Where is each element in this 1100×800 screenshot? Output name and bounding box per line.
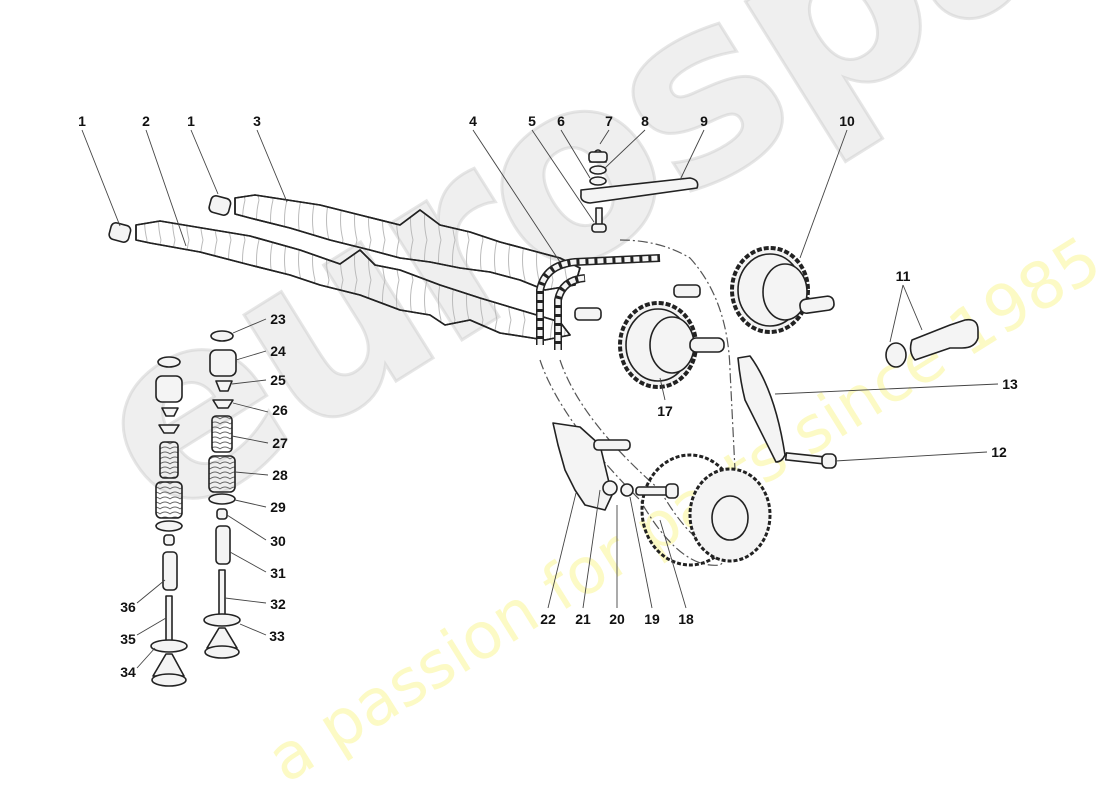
callout-13[interactable]: 13 — [1002, 376, 1018, 392]
leader-lines — [81, 129, 999, 669]
callout-18[interactable]: 18 — [678, 611, 694, 627]
callout-34[interactable]: 34 — [120, 664, 136, 680]
cam-sprocket-10 — [730, 246, 835, 334]
callout-9[interactable]: 9 — [700, 113, 708, 129]
chain-path — [539, 239, 737, 566]
callout-28[interactable]: 28 — [272, 467, 288, 483]
callout-3[interactable]: 3 — [253, 113, 261, 129]
tensioner-bolt — [784, 452, 837, 469]
callout-1[interactable]: 1 — [187, 113, 195, 129]
callout-10[interactable]: 10 — [839, 113, 855, 129]
callout-27[interactable]: 27 — [272, 435, 288, 451]
washer — [589, 176, 607, 186]
callout-23[interactable]: 23 — [270, 311, 286, 327]
camshaft-3 — [234, 194, 581, 291]
callout-1[interactable]: 1 — [78, 113, 86, 129]
callout-20[interactable]: 20 — [609, 611, 625, 627]
camshaft-2 — [135, 220, 571, 341]
callout-21[interactable]: 21 — [575, 611, 591, 627]
callout-17[interactable]: 17 — [657, 403, 673, 419]
callout-4[interactable]: 4 — [469, 113, 477, 129]
callout-24[interactable]: 24 — [270, 343, 286, 359]
washer — [620, 483, 634, 497]
callout-32[interactable]: 32 — [270, 596, 286, 612]
callout-11[interactable]: 11 — [895, 268, 911, 284]
guide-pin — [593, 439, 631, 451]
chain-tensioner-rail — [737, 355, 786, 463]
chain-tensioner — [552, 422, 613, 511]
callout-2[interactable]: 2 — [142, 113, 150, 129]
tensioner-seal-ring — [885, 342, 907, 368]
tensioner-plug — [909, 318, 979, 361]
intermediate-gear — [640, 453, 772, 567]
callout-8[interactable]: 8 — [641, 113, 649, 129]
callout-25[interactable]: 25 — [270, 372, 286, 388]
callout-29[interactable]: 29 — [270, 499, 286, 515]
stud — [574, 307, 602, 321]
cap-nut — [588, 149, 608, 163]
cam-sprocket-17 — [618, 301, 725, 389]
callout-30[interactable]: 30 — [270, 533, 286, 549]
callout-12[interactable]: 12 — [991, 444, 1007, 460]
o-ring — [602, 480, 618, 496]
tensioner-screw — [635, 483, 679, 499]
callout-6[interactable]: 6 — [557, 113, 565, 129]
stud — [673, 284, 701, 298]
valve-assembly-right — [203, 330, 241, 659]
camshaft-plug-left — [108, 222, 132, 243]
callout-7[interactable]: 7 — [605, 113, 613, 129]
callout-5[interactable]: 5 — [528, 113, 536, 129]
callout-33[interactable]: 33 — [269, 628, 285, 644]
camshaft-plug-upper — [208, 195, 232, 216]
callout-31[interactable]: 31 — [270, 565, 286, 581]
chain-guide-rail — [580, 177, 699, 204]
callout-19[interactable]: 19 — [644, 611, 660, 627]
valve-assembly-left — [150, 356, 188, 687]
washer — [589, 165, 607, 175]
callout-35[interactable]: 35 — [120, 631, 136, 647]
callout-36[interactable]: 36 — [120, 599, 136, 615]
callout-22[interactable]: 22 — [540, 611, 556, 627]
bolt — [591, 207, 607, 233]
timing-chain — [536, 254, 661, 350]
callout-26[interactable]: 26 — [272, 402, 288, 418]
